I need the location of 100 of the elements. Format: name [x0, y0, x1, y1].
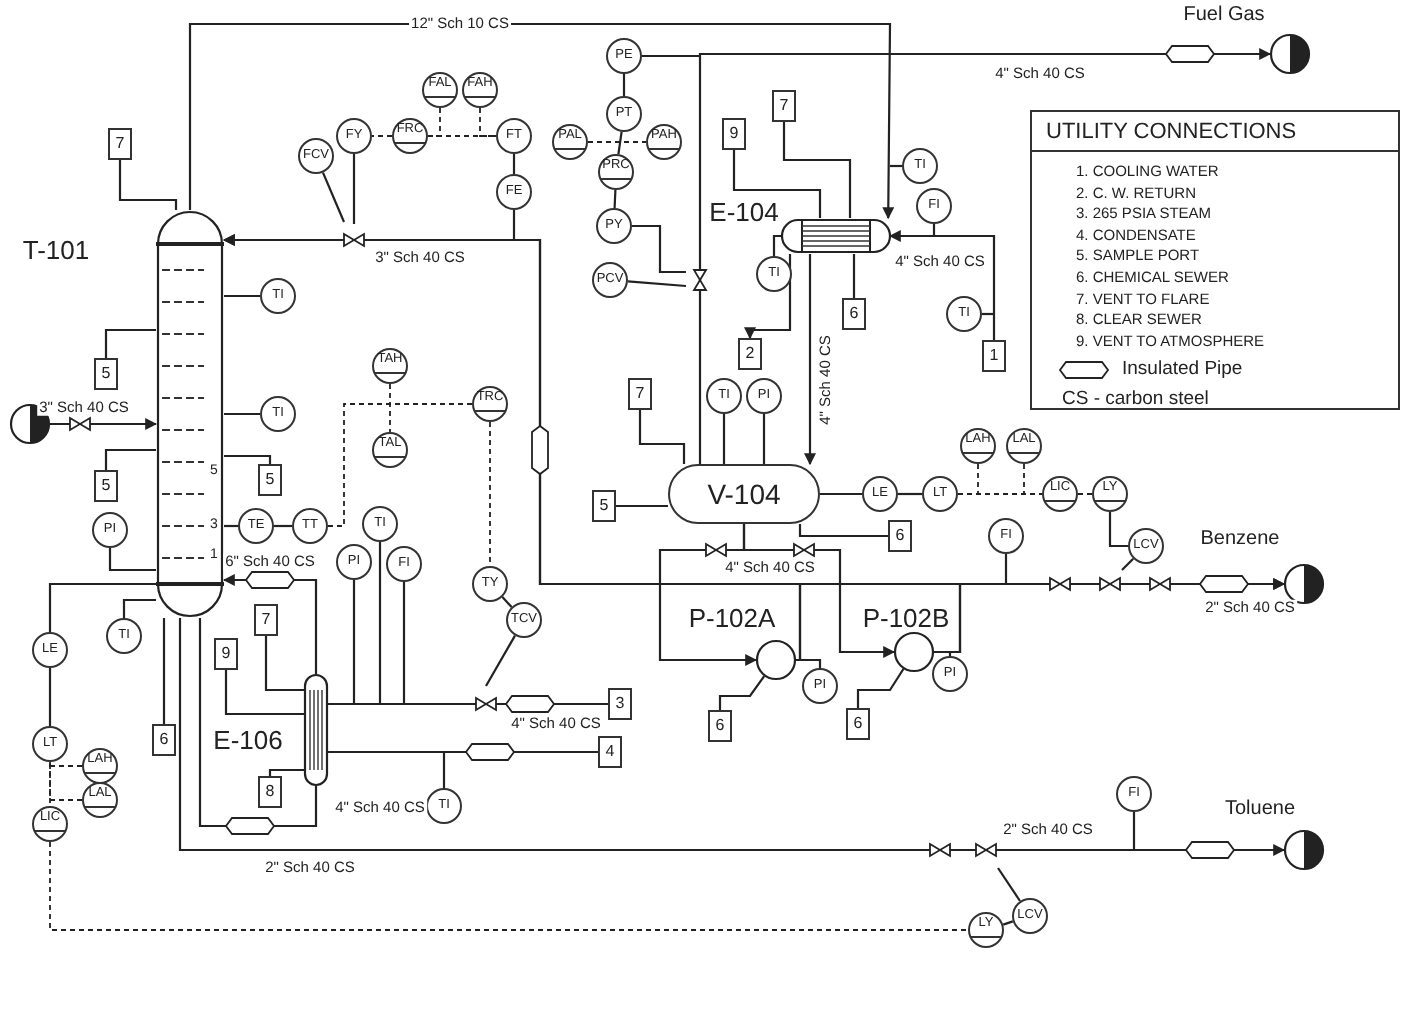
pipe-line: [852, 254, 856, 298]
pipe-line: [512, 154, 516, 174]
pipe-line: [1004, 554, 1008, 584]
pipe-line: [48, 582, 156, 632]
pipe-line: [782, 122, 852, 218]
pipe-line: [856, 668, 905, 708]
pipe-line: [48, 668, 52, 726]
pipe-line: [104, 448, 156, 470]
signal-line: [49, 761, 83, 767]
pipe-line: [732, 150, 822, 218]
pipe-line: [224, 524, 238, 528]
signal-line: [327, 403, 473, 527]
utility-tag: 5: [592, 490, 616, 522]
pipe-line: [402, 582, 406, 704]
pipe-line: [268, 768, 304, 776]
utility-tag: 2: [738, 338, 762, 370]
signal-line: [371, 135, 393, 137]
pipe-line: [798, 524, 888, 538]
signal-line: [1077, 493, 1093, 495]
utility-tag: 7: [628, 378, 652, 410]
pipe-line: [122, 598, 156, 618]
pipe-line: [322, 172, 345, 223]
utility-tag: 7: [772, 90, 796, 122]
pipe-line: [622, 74, 626, 96]
utility-tag: 8: [258, 776, 282, 808]
pipe-line: [224, 294, 260, 298]
utility-tag: 7: [108, 128, 132, 160]
pipe-line: [485, 635, 516, 687]
pipe-line: [888, 230, 996, 340]
pipe-line: [188, 22, 895, 220]
horizontal-vessel: V-104: [668, 464, 820, 524]
pipe-line: [352, 154, 356, 224]
signal-line: [587, 141, 647, 143]
signal-line: [489, 421, 491, 567]
utility-tag: 4: [598, 736, 622, 768]
pipe-line: [632, 224, 686, 274]
pipe-line: [718, 675, 766, 710]
pipe-line: [934, 650, 952, 656]
off-page-connector: [10, 404, 50, 444]
pipe-line: [222, 574, 318, 674]
pipe-line: [997, 867, 1021, 902]
pipe-line: [796, 658, 822, 668]
utility-tag: 6: [846, 708, 870, 740]
utility-tag: 6: [708, 710, 732, 742]
pipe-line: [617, 131, 623, 155]
signal-line: [427, 107, 441, 137]
pipe-line: [328, 702, 608, 706]
pipe-line: [804, 254, 816, 466]
pipe-line: [1132, 812, 1136, 850]
stream-label: Benzene: [1200, 530, 1280, 550]
pipe-line: [274, 524, 292, 528]
pipe-line: [162, 618, 166, 724]
utility-tag: 5: [258, 464, 282, 496]
stream-label: Toluene: [1224, 800, 1296, 820]
signal-line: [389, 383, 391, 433]
signal-line: [49, 761, 51, 807]
legend-entry: CS - carbon steel: [1062, 390, 1209, 409]
utility-tag: 6: [888, 520, 912, 552]
utility-tag: 9: [214, 638, 238, 670]
pipe-line: [627, 280, 687, 288]
pipe-line: [224, 412, 260, 416]
utility-tag: 9: [722, 118, 746, 150]
pipe-line: [932, 224, 936, 236]
utility-tag: 3: [608, 688, 632, 720]
signal-line: [49, 841, 969, 931]
utility-tag: 7: [254, 604, 278, 636]
equipment-tag: P-102A: [688, 605, 776, 631]
signal-line: [427, 135, 497, 137]
pipe-line: [642, 54, 700, 58]
utility-tag: 6: [152, 724, 176, 756]
pipe-line: [178, 618, 1286, 856]
pipe-line: [742, 524, 896, 658]
pipe-line: [638, 410, 686, 464]
pipe-line: [352, 580, 356, 704]
utility-tag: 5: [94, 358, 118, 390]
signal-line: [49, 761, 83, 801]
pipe-line: [50, 418, 158, 430]
pipe-line: [762, 414, 766, 464]
pipe-line: [890, 164, 902, 168]
pipe-line: [772, 234, 782, 256]
signal-line: [957, 463, 979, 495]
pipe-line: [613, 189, 617, 209]
pipe-line: [224, 670, 304, 716]
legend-title: UTILITY CONNECTIONS: [1046, 120, 1297, 144]
pipe-line: [820, 492, 862, 496]
pipe-line: [328, 750, 598, 754]
pipe-line: [108, 548, 156, 572]
signal-line: [1023, 463, 1043, 495]
pipe-line: [1002, 920, 1014, 926]
pipe-line: [198, 618, 318, 828]
utility-tag: 6: [842, 298, 866, 330]
pipe-line: [1108, 512, 1128, 548]
pipe-line: [264, 636, 304, 692]
equipment-tag: E-104: [709, 199, 779, 225]
pipe-line: [442, 752, 446, 788]
pipe-line: [378, 542, 382, 704]
pipe-line: [982, 312, 994, 316]
signal-line: [479, 107, 497, 137]
equipment-tag: E-106: [213, 727, 283, 753]
utility-tag: 1: [982, 340, 1006, 372]
